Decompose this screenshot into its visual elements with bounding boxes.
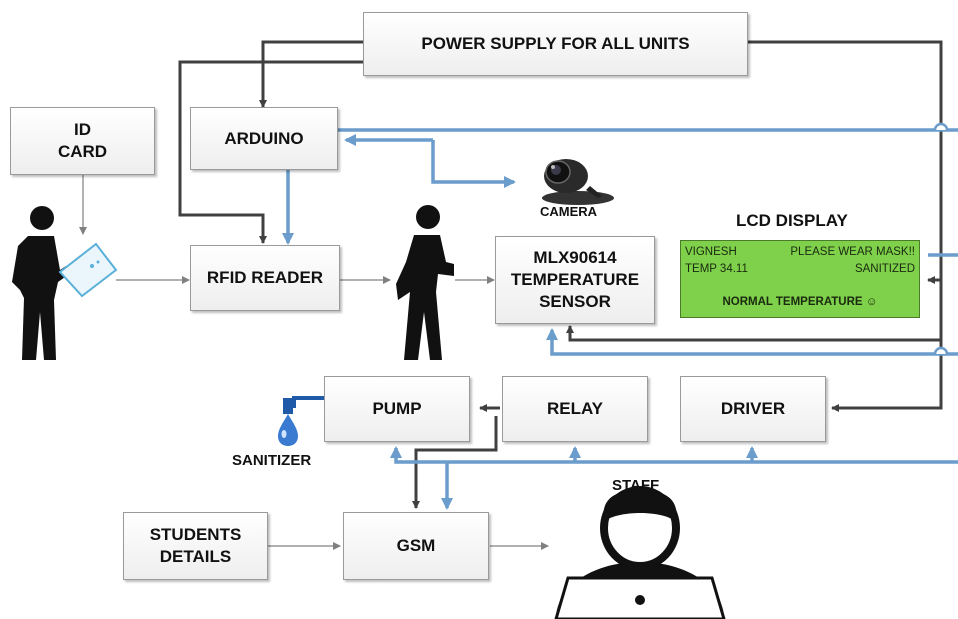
id-card-label-line2: CARD bbox=[57, 142, 108, 161]
power-wires bbox=[178, 40, 943, 509]
lcd-temperature: TEMP 34.11 bbox=[685, 263, 748, 275]
sanitizer-drop-icon bbox=[278, 396, 326, 446]
gsm-block: GSM bbox=[343, 512, 489, 580]
temperature-sensor-block: MLX90614 TEMPERATURE SENSOR bbox=[495, 236, 655, 324]
camera-label: CAMERA bbox=[540, 204, 598, 219]
lcd-display-title: LCD DISPLAY bbox=[736, 211, 848, 230]
lcd-name: VIGNESH bbox=[685, 246, 737, 258]
students-label-line1: STUDENTS bbox=[149, 525, 242, 544]
driver-label: DRIVER bbox=[720, 399, 786, 418]
sensor-label-line2: TEMPERATURE bbox=[510, 270, 640, 289]
sensor-label-line1: MLX90614 bbox=[533, 248, 617, 267]
person-with-card-icon bbox=[12, 206, 118, 360]
gsm-label: GSM bbox=[396, 536, 436, 555]
staff-label: STAFF bbox=[612, 477, 660, 494]
arduino-block: ARDUINO bbox=[190, 107, 338, 170]
driver-block: DRIVER bbox=[680, 376, 826, 442]
staff-laptop-icon bbox=[554, 486, 726, 619]
pump-block: PUMP bbox=[324, 376, 470, 442]
lcd-screen: VIGNESH PLEASE WEAR MASK!! TEMP 34.11 SA… bbox=[680, 240, 920, 318]
id-card-label-line1: ID bbox=[74, 120, 91, 139]
sanitizer-label: SANITIZER bbox=[232, 452, 312, 469]
pump-label: PUMP bbox=[372, 399, 422, 418]
power-supply-label: POWER SUPPLY FOR ALL UNITS bbox=[421, 34, 690, 53]
relay-block: RELAY bbox=[502, 376, 648, 442]
students-label-line2: DETAILS bbox=[159, 547, 232, 566]
sensor-label-line3: SENSOR bbox=[539, 292, 611, 311]
rfid-reader-label: RFID READER bbox=[206, 268, 324, 287]
person-icon bbox=[396, 205, 454, 360]
power-supply-block: POWER SUPPLY FOR ALL UNITS bbox=[363, 12, 748, 76]
lcd-mask-message: PLEASE WEAR MASK!! bbox=[790, 246, 915, 258]
arduino-label: ARDUINO bbox=[224, 128, 304, 148]
lcd-status: NORMAL TEMPERATURE ☺ bbox=[722, 296, 878, 308]
flow-arrows bbox=[79, 175, 549, 550]
camera-icon bbox=[542, 159, 614, 205]
id-card-block: ID CARD bbox=[10, 107, 155, 175]
relay-label: RELAY bbox=[546, 399, 604, 418]
lcd-sanitized: SANITIZED bbox=[854, 263, 915, 275]
rfid-reader-block: RFID READER bbox=[190, 245, 340, 311]
signal-wires bbox=[282, 128, 958, 510]
students-details-block: STUDENTS DETAILS bbox=[123, 512, 268, 580]
wire-hops bbox=[933, 122, 949, 355]
